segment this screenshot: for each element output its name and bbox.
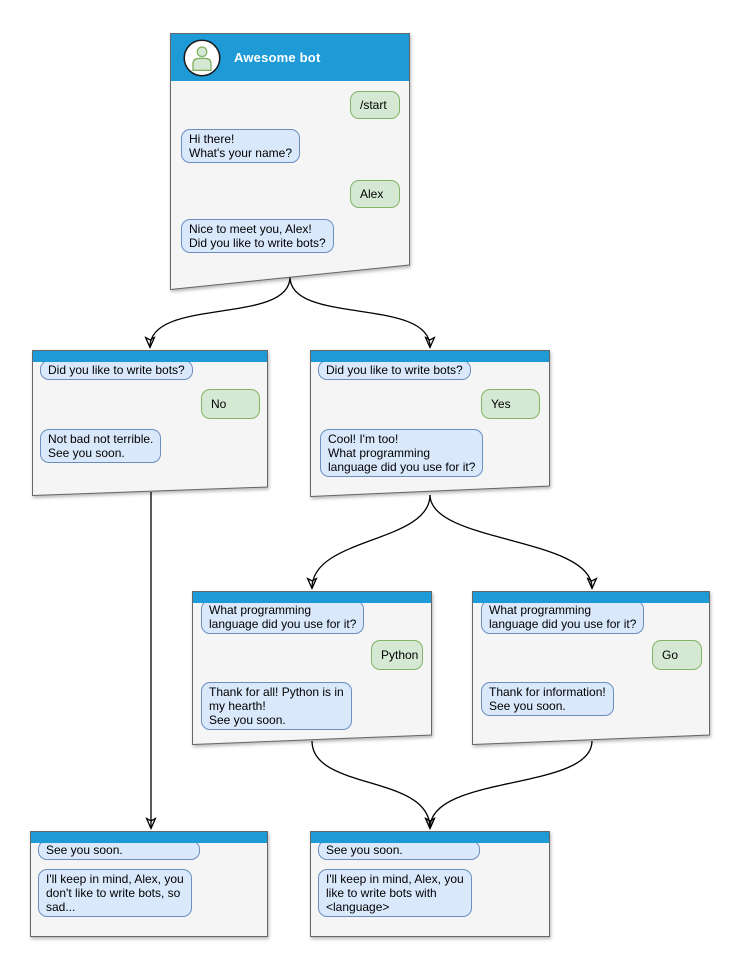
message-bubble-bot: Nice to meet you, Alex! Did you like to … xyxy=(181,219,334,253)
window-title: Awesome bot xyxy=(234,50,321,65)
bot-avatar-icon xyxy=(183,38,221,77)
chat-window-branch-no: Did you like to write bots? No Not bad n… xyxy=(32,350,268,496)
chat-window-go: What programming language did you use fo… xyxy=(472,591,710,745)
chat-header xyxy=(473,592,709,603)
chat-header xyxy=(33,351,267,362)
message-bubble-bot: Did you like to write bots? xyxy=(40,360,193,380)
message-bubble-bot: Cool! I'm too! What programming language… xyxy=(320,429,484,477)
message-bubble-user: Yes xyxy=(481,389,540,419)
chat-window-python: What programming language did you use fo… xyxy=(192,591,432,745)
message-bubble-user: Python xyxy=(371,640,423,670)
chat-header: Awesome bot xyxy=(171,34,409,81)
chat-header xyxy=(31,832,267,843)
chat-window-end-yes: See you soon. I'll keep in mind, Alex, y… xyxy=(310,831,550,937)
message-bubble-bot: Did you like to write bots? xyxy=(318,360,471,380)
chat-window-end-no: See you soon. I'll keep in mind, Alex, y… xyxy=(30,831,268,937)
chat-window-branch-yes: Did you like to write bots? Yes Cool! I'… xyxy=(310,350,550,497)
connector-go-to-end-yes xyxy=(430,740,593,828)
chat-header xyxy=(311,351,549,362)
message-bubble-bot: See you soon. xyxy=(38,840,200,860)
message-bubble-bot: I'll keep in mind, Alex, you don't like … xyxy=(38,869,192,917)
message-bubble-bot: I'll keep in mind, Alex, you like to wri… xyxy=(318,869,472,917)
message-bubble-user: No xyxy=(201,389,260,419)
chat-header xyxy=(311,832,549,843)
chat-header xyxy=(193,592,431,603)
message-bubble-bot: What programming language did you use fo… xyxy=(201,600,365,634)
message-bubble-bot: Hi there! What's your name? xyxy=(181,129,301,163)
connector-branch-yes-to-go xyxy=(429,494,592,588)
message-bubble-bot: What programming language did you use fo… xyxy=(481,600,645,634)
message-bubble-bot: Thank for all! Python is in my hearth! S… xyxy=(201,682,352,730)
message-bubble-bot: Thank for information! See you soon. xyxy=(481,682,614,716)
connector-python-to-end-yes xyxy=(311,740,430,828)
message-bubble-user: Alex xyxy=(350,180,400,208)
message-bubble-bot: See you soon. xyxy=(318,840,480,860)
message-bubble-user: Go xyxy=(652,640,702,670)
chat-window-main: Awesome bot /start Hi there! What's your… xyxy=(170,33,410,290)
connector-branch-yes-to-python xyxy=(312,494,431,588)
message-bubble-bot: Not bad not terrible. See you soon. xyxy=(40,429,162,463)
message-bubble-user: /start xyxy=(350,91,400,119)
